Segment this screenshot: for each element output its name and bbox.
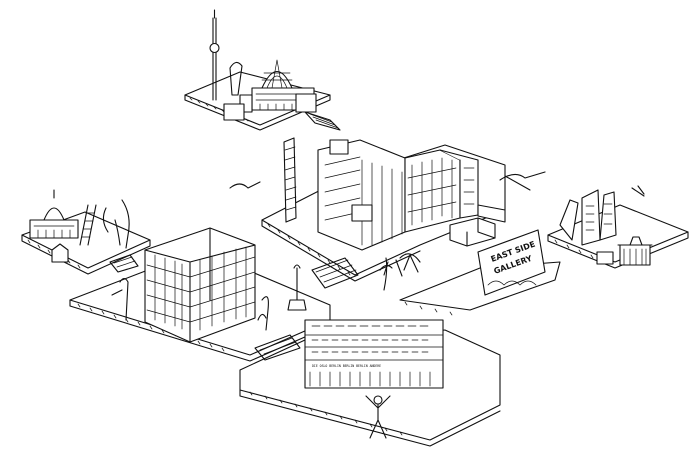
small-stairs-left [109, 254, 139, 273]
containers [449, 204, 506, 247]
skyscrapers [559, 189, 617, 246]
dancing-figures [383, 253, 421, 277]
obelisk-statue [287, 264, 307, 311]
palm-trees [379, 257, 393, 291]
east-side-gallery: EAST SIDE GALLERY [477, 229, 546, 296]
building-banner-text: DIE OSLO BERLIN BERLIN BERLIN ANDERE [312, 364, 381, 368]
shopping-building: DIE OSLO BERLIN BERLIN BERLIN ANDERE [304, 319, 444, 389]
apartment-building [111, 227, 256, 343]
plants [257, 296, 269, 331]
jumping-figure [365, 395, 391, 439]
tv-tower [209, 9, 220, 101]
brandenburg-gate [596, 236, 653, 266]
column-tower [283, 137, 297, 223]
stairs-center [311, 257, 359, 289]
platform-gallery [399, 261, 561, 316]
ladder-trees [79, 199, 130, 249]
figure-statue [223, 61, 245, 121]
platform-shopping [239, 329, 501, 447]
stairs-bottom [254, 334, 301, 361]
reichstag-building [239, 59, 317, 113]
birds [229, 171, 645, 197]
modern-glass-buildings [317, 139, 479, 251]
berlin-cathedral [29, 189, 79, 263]
